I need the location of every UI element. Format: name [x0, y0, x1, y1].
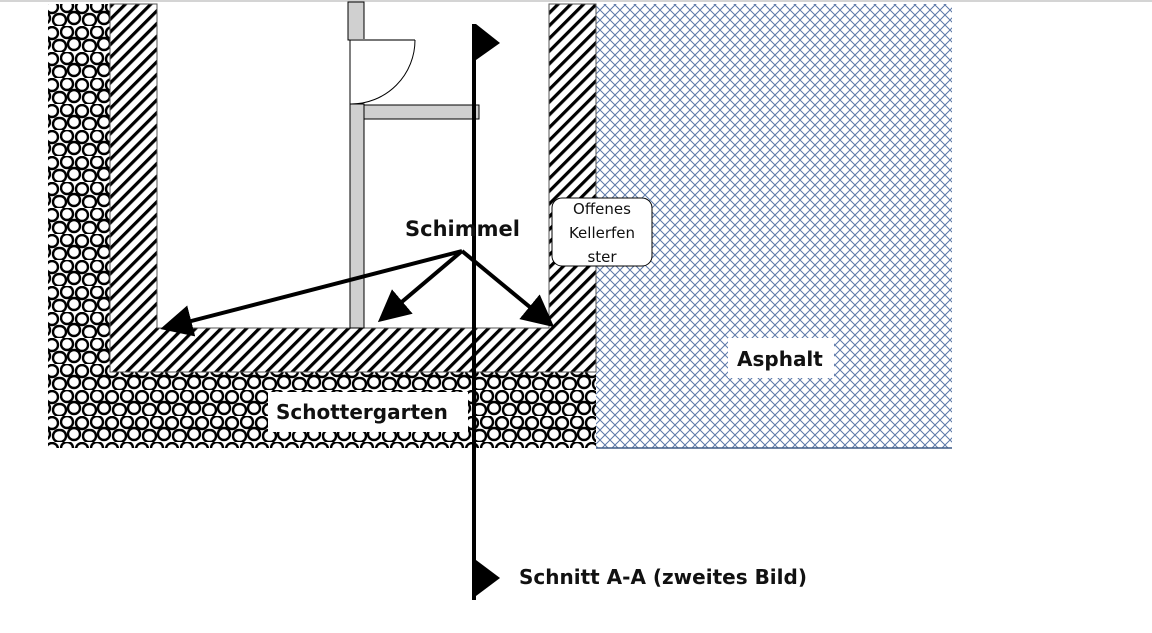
open-window-label-line-1: Offenes	[573, 200, 631, 218]
door-swing-icon	[349, 39, 416, 105]
top-border-line	[0, 0, 1152, 2]
interior-wall-horizontal	[363, 104, 480, 120]
open-window-label-line-2: Kellerfen	[569, 224, 635, 242]
interior-wall-vertical	[349, 103, 365, 329]
interior-wall-top	[347, 1, 365, 41]
section-flag-top-icon	[476, 24, 500, 60]
section-flag-bottom-icon	[476, 560, 500, 596]
gravel-garden-label: Schottergarten	[276, 400, 448, 424]
mold-arrows	[160, 249, 555, 337]
asphalt-label: Asphalt	[737, 347, 823, 371]
asphalt-label-group: Asphalt	[728, 338, 834, 378]
gravel-garden-label-bg	[268, 392, 468, 432]
open-window-callout: Offenes Kellerfen ster	[551, 197, 653, 267]
open-window-callout-box	[551, 197, 653, 267]
open-window-label-line-3: ster	[587, 248, 617, 266]
outer-wall-hatched	[109, 3, 597, 373]
gravel-left-strip	[48, 4, 110, 374]
asphalt-label-bg	[728, 338, 834, 378]
gravel-area	[48, 4, 596, 448]
gravel-garden-label-group: Schottergarten	[268, 392, 468, 432]
mold-arrow-center	[377, 249, 464, 323]
mold-arrow-left-corner	[160, 249, 463, 337]
mold-label: Schimmel	[405, 217, 520, 241]
section-caption: Schnitt A-A (zweites Bild)	[519, 565, 807, 589]
mold-arrow-right-corner	[460, 249, 555, 328]
section-line-a-a	[472, 24, 500, 600]
